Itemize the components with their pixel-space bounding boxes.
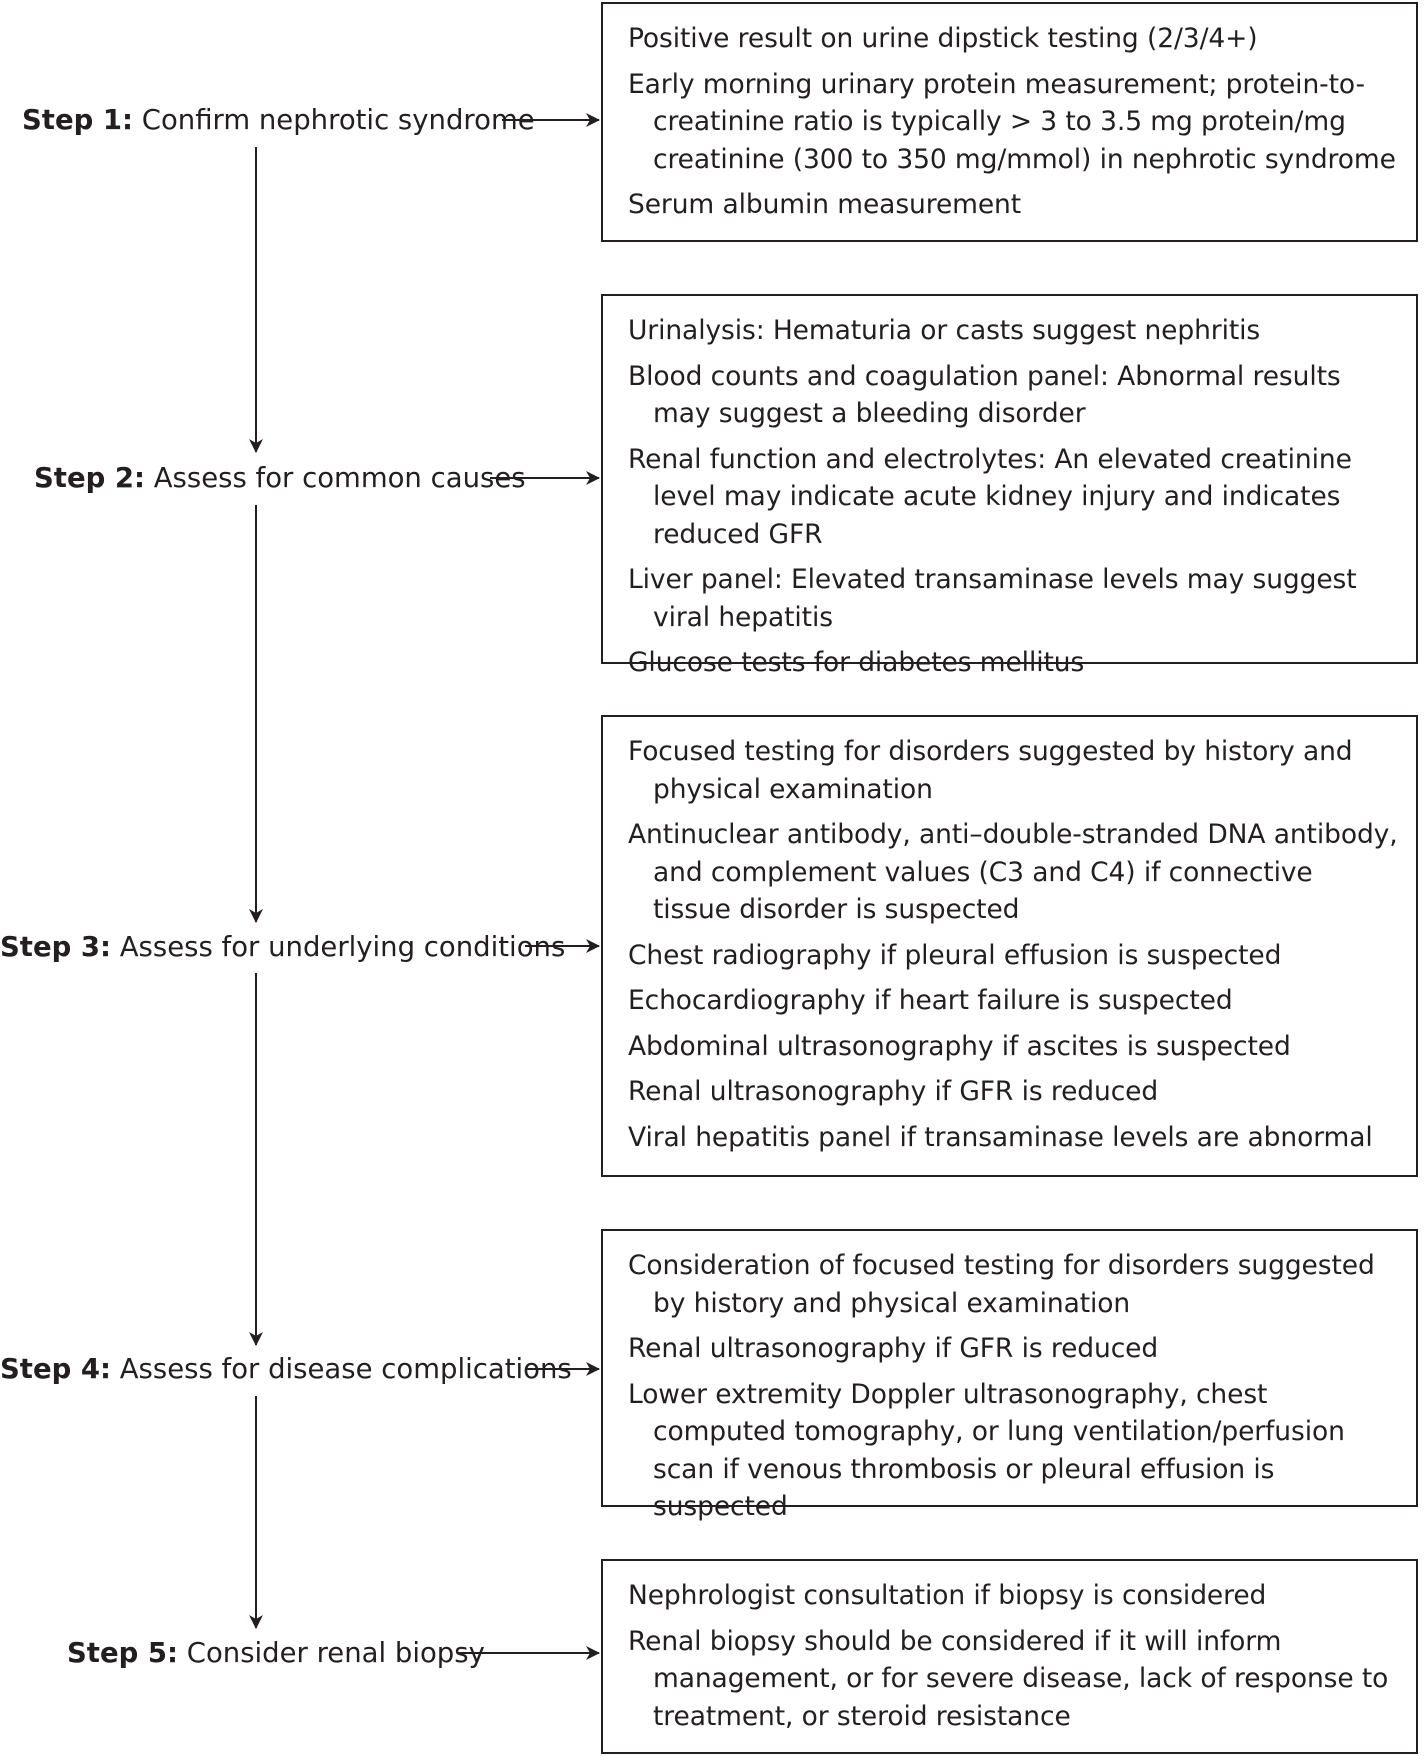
step-3-test-item: Antinuclear antibody, anti–double-strand… (628, 819, 1398, 925)
step-3-test-item: Viral hepatitis panel if transaminase le… (628, 1121, 1373, 1153)
step-2-test-item: Glucose tests for diabetes mellitus (628, 647, 1085, 678)
step-3-test-item: Echocardiography if heart failure is sus… (628, 985, 1233, 1016)
step-4-title: Assess for disease complications (119, 1353, 572, 1385)
step-3-number: Step 3: (0, 931, 111, 963)
step-2-test-item: Urinalysis: Hematuria or casts suggest n… (628, 315, 1261, 346)
step-4-label: Step 4: Assess for disease complications (0, 1352, 572, 1386)
step-5-label: Step 5: Consider renal biopsy (67, 1636, 485, 1670)
step-1-tests-box: Positive result on urine dipstick testin… (601, 2, 1418, 242)
step-5-tests-box: Nephrologist consultation if biopsy is c… (601, 1559, 1418, 1754)
step-1-label: Step 1: Confirm nephrotic syndrome (22, 103, 535, 137)
step-4-test-item: Consideration of focused testing for dis… (628, 1250, 1375, 1319)
step-4-number: Step 4: (0, 1353, 111, 1385)
step-5-title: Consider renal biopsy (186, 1637, 485, 1669)
step-3-test-item: Renal ultrasonography if GFR is reduced (628, 1076, 1159, 1107)
step-4-test-item: Lower extremity Doppler ultrasonography,… (628, 1378, 1345, 1523)
step-2-number: Step 2: (34, 462, 145, 494)
step-2-test-item: Blood counts and coagulation panel: Abno… (628, 360, 1341, 430)
step-5-number: Step 5: (67, 1637, 178, 1669)
step-4-tests-box: Consideration of focused testing for dis… (601, 1229, 1418, 1522)
step-3-title: Assess for underlying conditions (119, 931, 566, 963)
step-2-test-item: Liver panel: Elevated transaminase level… (628, 564, 1357, 633)
step-2-title: Assess for common causes (153, 462, 526, 494)
step-4-test-item: Renal ultrasonography if GFR is reduced (628, 1333, 1159, 1364)
step-3-test-item: Chest radiography if pleural effusion is… (628, 939, 1282, 971)
step-3-test-item: Abdominal ultrasonography if ascites is … (628, 1030, 1291, 1062)
step-2-tests-box: Urinalysis: Hematuria or casts suggest n… (601, 294, 1418, 678)
step-3-label: Step 3: Assess for underlying conditions (0, 930, 565, 964)
step-3-test-item: Focused testing for disorders suggested … (628, 736, 1353, 805)
step-1-test-item: Positive result on urine dipstick testin… (628, 23, 1258, 54)
step-5-test-item: Nephrologist consultation if biopsy is c… (628, 1580, 1267, 1611)
step-3-tests-box: Focused testing for disorders suggested … (601, 715, 1418, 1177)
step-5-test-item: Renal biopsy should be considered if it … (628, 1625, 1389, 1732)
step-1-number: Step 1: (22, 104, 133, 136)
step-2-label: Step 2: Assess for common causes (34, 461, 526, 495)
step-1-test-item: Serum albumin measurement (628, 189, 1022, 220)
step-2-test-item: Renal function and electrolytes: An elev… (628, 443, 1352, 550)
step-1-title: Confirm nephrotic syndrome (141, 104, 535, 136)
step-1-test-item: Early morning urinary protein measuremen… (628, 68, 1396, 175)
